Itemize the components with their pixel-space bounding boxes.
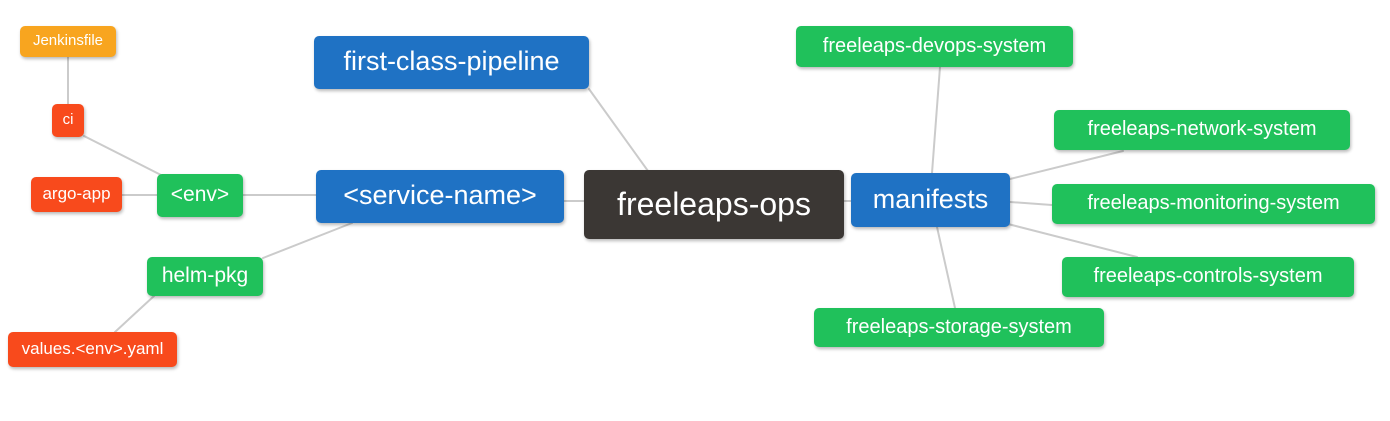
node-argo-app[interactable]: argo-app [31, 177, 122, 212]
node-service-name[interactable]: <service-name> [316, 170, 564, 223]
node-freeleaps-ops[interactable]: freeleaps-ops [584, 170, 844, 239]
node-values-env-yaml[interactable]: values.<env>.yaml [8, 332, 177, 367]
edge-helm-pkg-values-env-yaml [114, 295, 155, 333]
node-helm-pkg[interactable]: helm-pkg [147, 257, 263, 296]
node-env[interactable]: <env> [157, 174, 243, 217]
edge-manifests-monitoring-system [1009, 201, 1053, 206]
edge-manifests-controls-system [1007, 223, 1138, 258]
edge-service-name-helm-pkg [262, 222, 353, 259]
node-storage-system[interactable]: freeleaps-storage-system [814, 308, 1104, 347]
node-monitoring-system[interactable]: freeleaps-monitoring-system [1052, 184, 1375, 224]
edge-manifests-network-system [1009, 150, 1124, 180]
node-jenkinsfile[interactable]: Jenkinsfile [20, 26, 116, 57]
edge-ci-env [83, 135, 162, 176]
node-ci[interactable]: ci [52, 104, 84, 137]
node-controls-system[interactable]: freeleaps-controls-system [1062, 257, 1354, 297]
node-first-class-pipeline[interactable]: first-class-pipeline [314, 36, 589, 89]
node-manifests[interactable]: manifests [851, 173, 1010, 227]
node-network-system[interactable]: freeleaps-network-system [1054, 110, 1350, 150]
node-devops-system[interactable]: freeleaps-devops-system [796, 26, 1073, 67]
edge-manifests-devops-system [931, 66, 941, 174]
edge-manifests-storage-system [936, 226, 956, 309]
edge-first-class-pipeline-freeleaps-ops [588, 88, 649, 172]
